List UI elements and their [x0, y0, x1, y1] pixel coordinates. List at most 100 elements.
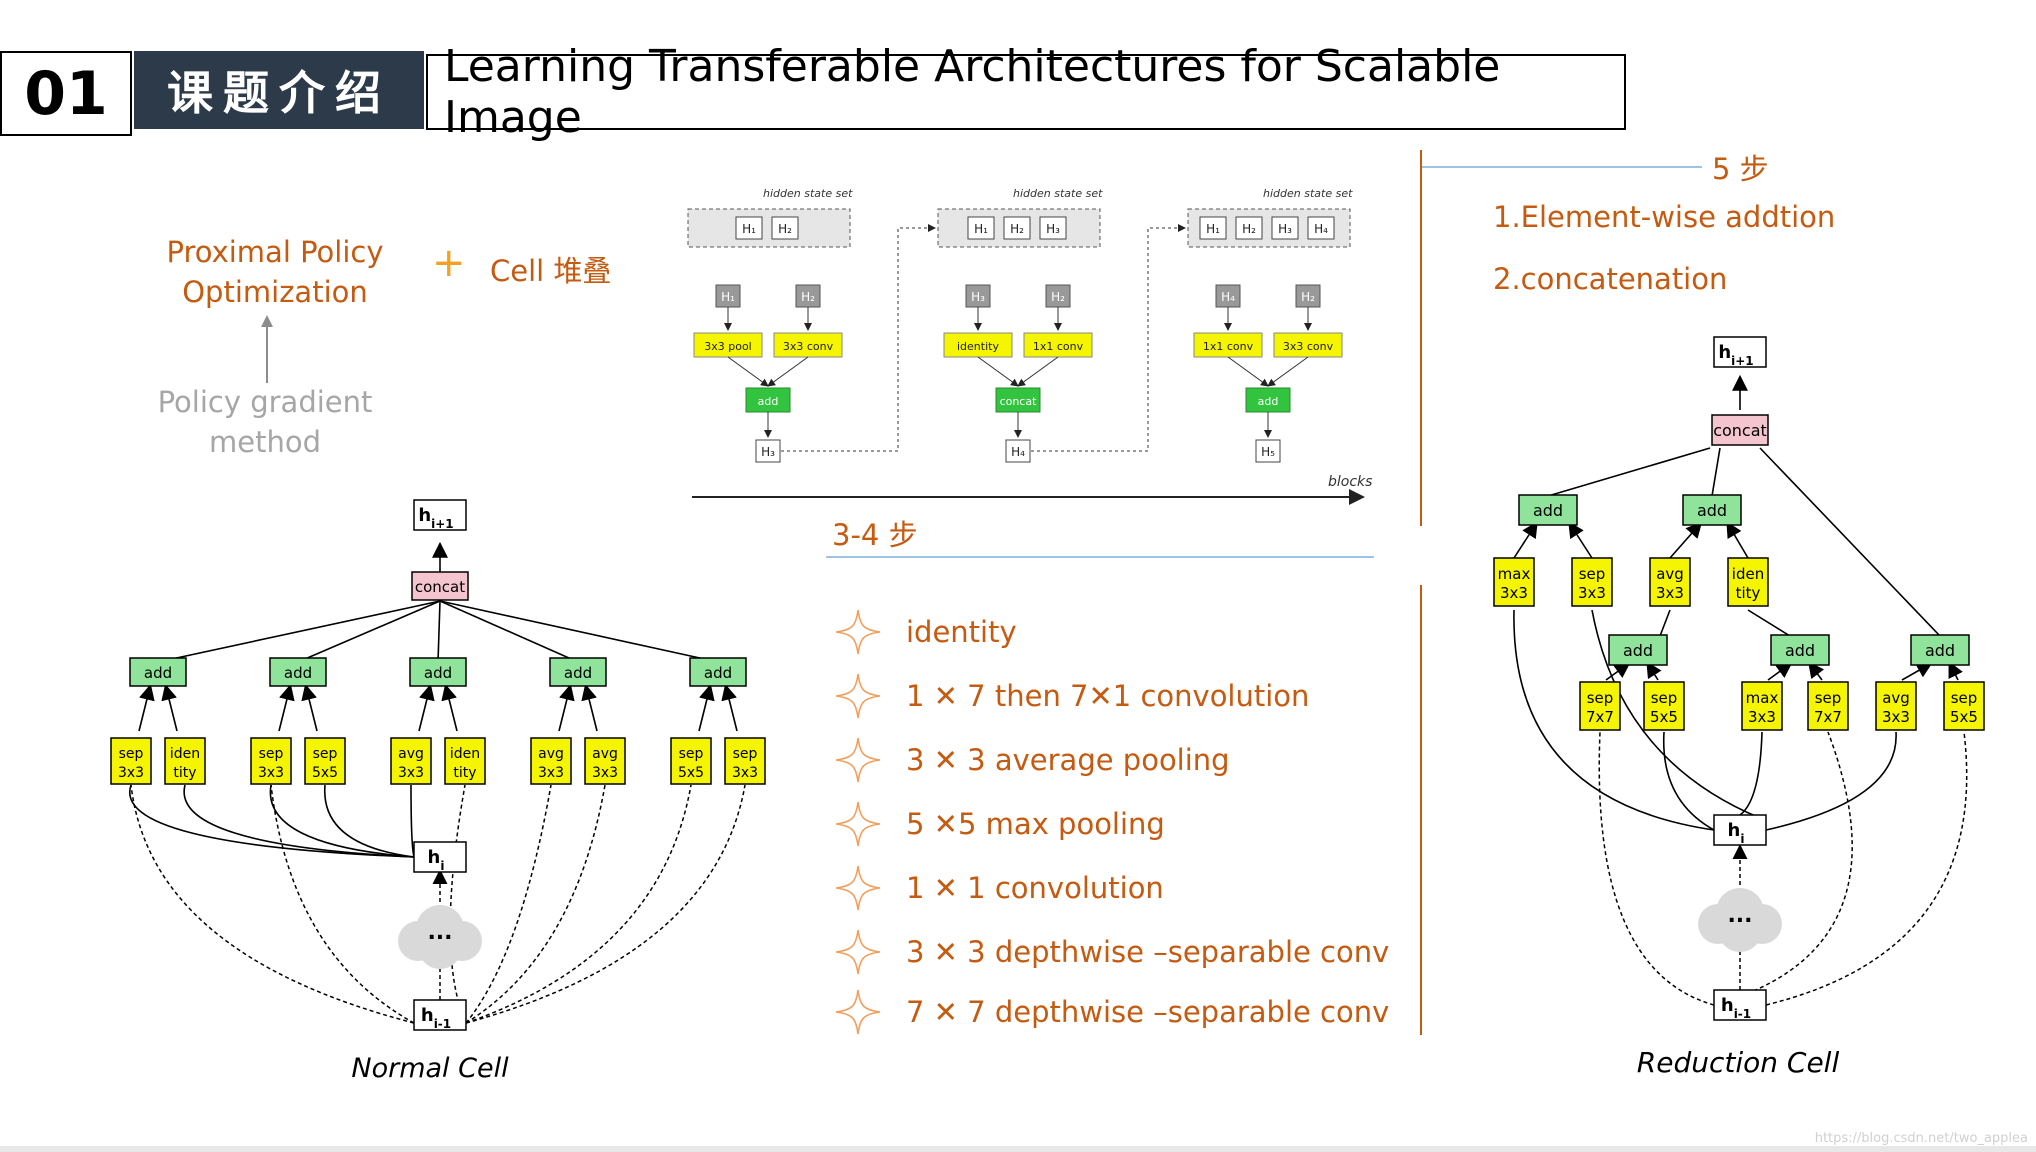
op-node	[390, 737, 432, 785]
edge	[1659, 609, 1671, 637]
step-5-line	[1422, 166, 1702, 168]
op-node-label: 3x3	[732, 765, 758, 781]
op-box	[1273, 332, 1343, 358]
sparkle-icon	[835, 609, 881, 655]
ppo-line-2: Optimization	[182, 275, 368, 309]
edge	[1669, 521, 1703, 559]
dashed-edge	[465, 784, 606, 1024]
op-item: identity	[834, 608, 1017, 656]
state-box	[1003, 216, 1031, 240]
edge	[1901, 662, 1933, 681]
op-node	[670, 737, 712, 785]
edge	[269, 784, 415, 858]
edge	[301, 683, 318, 732]
input-state-label: H₂	[1051, 290, 1065, 304]
output-state-label: H₃	[761, 445, 775, 459]
input-state-label: H₂	[1301, 290, 1315, 304]
combine-box	[995, 387, 1041, 413]
op-node	[444, 737, 486, 785]
add-box	[549, 657, 607, 687]
add-box	[1682, 494, 1742, 526]
add-box	[689, 657, 747, 687]
edge	[157, 600, 441, 663]
concat-box	[1711, 414, 1769, 446]
hi-node	[1713, 814, 1767, 846]
op-node-label: 5x5	[1950, 708, 1978, 726]
edge	[437, 600, 441, 663]
add-box-label: add	[284, 664, 312, 682]
op-node	[1643, 681, 1685, 731]
plus-sign: +	[432, 240, 466, 286]
hi-node-label: hi	[1728, 820, 1745, 846]
op-box-label: 1x1 conv	[1203, 340, 1254, 353]
edge	[1767, 662, 1793, 681]
section-number: 01	[0, 51, 132, 136]
edge	[161, 683, 178, 732]
edge	[441, 683, 458, 732]
edge	[1759, 447, 1941, 637]
normal-cell-caption: Normal Cell	[351, 1053, 509, 1084]
edge	[581, 683, 598, 732]
step-34-label: 3-4 步	[832, 518, 918, 552]
edge	[183, 784, 415, 858]
blocks-axis-label: blocks	[1328, 474, 1372, 490]
op-node-label: 5x5	[1650, 708, 1678, 726]
op-node-label: sep	[1951, 689, 1978, 707]
state-box	[1235, 216, 1263, 240]
pg-line-1: Policy gradient	[157, 385, 373, 419]
op-box	[773, 332, 843, 358]
edge	[721, 683, 738, 732]
hprev-node	[413, 999, 467, 1031]
footer-bar	[0, 1146, 2036, 1152]
page-title: Learning Transferable Architectures for …	[426, 41, 1626, 143]
cloud-dots: ...	[1727, 903, 1752, 928]
edge	[1948, 661, 1963, 681]
combine-label: add	[758, 395, 779, 408]
cell-output-node	[1713, 336, 1767, 368]
op-node	[1649, 557, 1691, 607]
up-arrow-icon	[261, 315, 273, 383]
hidden-state-label: hidden state set	[763, 187, 853, 200]
op-node-label: sep	[119, 746, 144, 762]
op-item: 7 ✕ 7 depthwise –separable conv	[834, 988, 1389, 1036]
concat-box-label: concat	[415, 578, 465, 596]
op-node-label: 3x3	[1748, 708, 1776, 726]
edge	[1808, 661, 1825, 681]
add-box	[269, 657, 327, 687]
edge	[1513, 609, 1715, 831]
op-node-label: tity	[1736, 584, 1761, 602]
op-node-label: 3x3	[1656, 584, 1684, 602]
op-node-label: 3x3	[398, 765, 424, 781]
sparkle-icon	[835, 989, 881, 1035]
cloud-dots: ...	[427, 920, 452, 945]
op-box-label: identity	[957, 340, 999, 353]
output-state-label: H₅	[1261, 445, 1275, 459]
state-label: H₂	[1242, 222, 1256, 236]
op-box	[943, 332, 1013, 358]
sparkle-icon	[835, 801, 881, 847]
op-node-label: sep	[733, 746, 758, 762]
sparkle-icon	[835, 865, 881, 911]
section-title: 课题介绍	[134, 51, 424, 129]
op-node-label: avg	[538, 746, 564, 762]
sparkle-icon	[835, 673, 881, 719]
op-node	[724, 737, 766, 785]
add-box-label: add	[1533, 501, 1563, 520]
edge	[1747, 609, 1791, 637]
edge	[1591, 609, 1761, 819]
watermark: https://blog.csdn.net/two_applea	[1814, 1131, 2028, 1146]
combine-box	[745, 387, 791, 413]
op-item-label: 1 ✕ 7 then 7✕1 convolution	[906, 679, 1310, 713]
op-node-label: avg	[1882, 689, 1910, 707]
dashed-edge	[270, 784, 415, 1024]
pg-line-2: method	[209, 425, 321, 459]
state-label: H₁	[742, 222, 756, 236]
op-node-label: avg	[592, 746, 618, 762]
edge	[324, 784, 415, 858]
op-node-label: 3x3	[1882, 708, 1910, 726]
hidden-state-label: hidden state set	[1013, 187, 1103, 200]
edge	[439, 600, 579, 663]
edge	[698, 683, 715, 732]
op-node-label: sep	[259, 746, 284, 762]
